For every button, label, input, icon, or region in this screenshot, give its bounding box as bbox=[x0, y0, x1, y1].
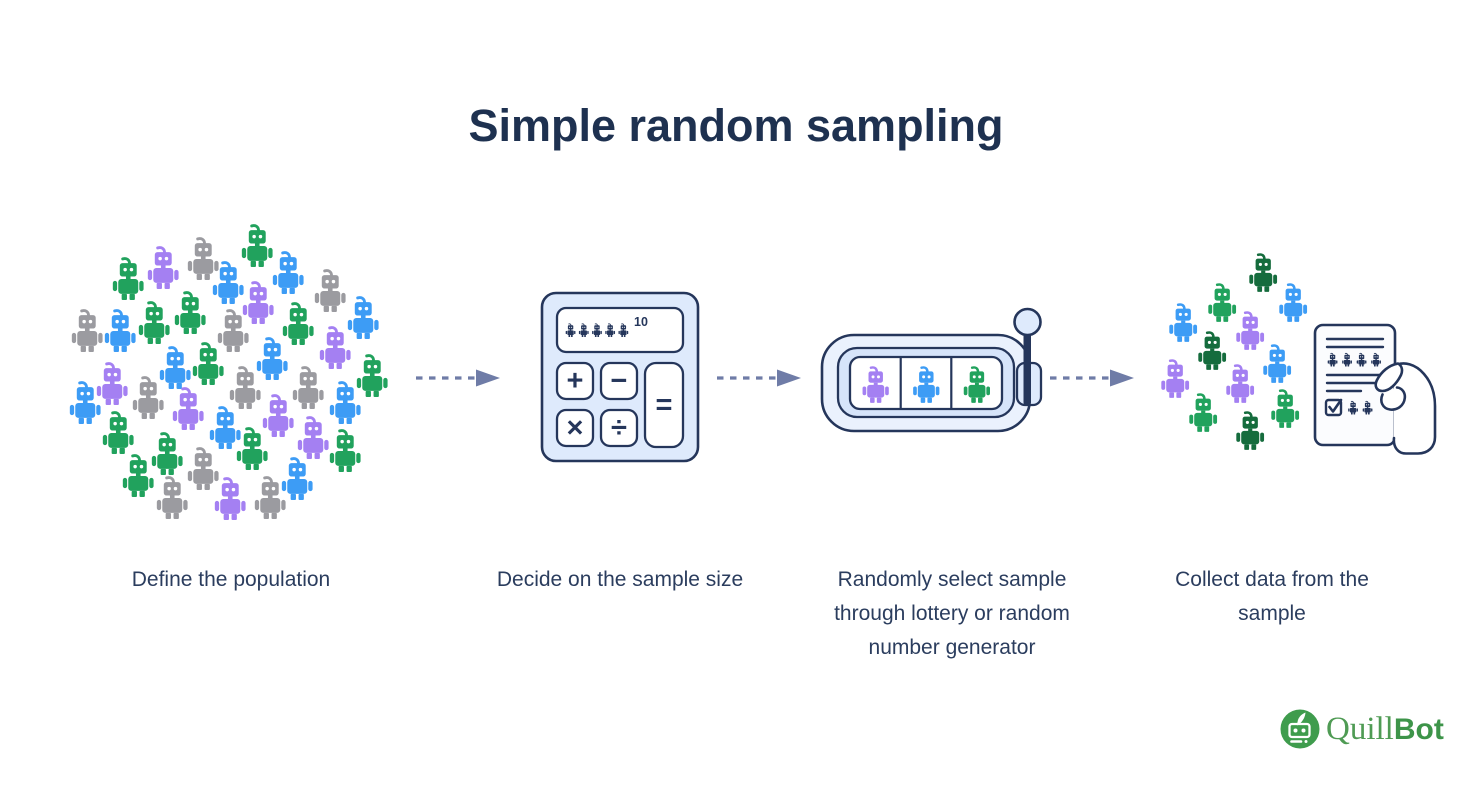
step-label-sample-size: Decide on the sample size bbox=[496, 568, 744, 591]
robot-icon bbox=[1188, 393, 1219, 433]
robot-icon bbox=[235, 427, 270, 471]
robot-icon bbox=[1160, 359, 1191, 399]
robot-icon bbox=[103, 309, 138, 353]
robot-icon bbox=[328, 429, 363, 473]
hand-icon bbox=[1374, 362, 1437, 455]
robot-icon bbox=[271, 251, 306, 295]
robot-icon bbox=[186, 447, 221, 491]
quillbot-wordmark: QuillBot bbox=[1326, 711, 1444, 748]
robot-icon bbox=[70, 309, 105, 353]
robot-icon bbox=[111, 257, 146, 301]
step-label-population: Define the population bbox=[131, 568, 331, 591]
robot-icon bbox=[1262, 344, 1293, 384]
equals-icon: = bbox=[656, 389, 673, 421]
slot-reel-robots bbox=[861, 366, 992, 404]
arrow-right-icon bbox=[1050, 369, 1134, 387]
page-title: Simple random sampling bbox=[468, 100, 1004, 151]
minus-button bbox=[599, 361, 639, 401]
robot-icon bbox=[280, 457, 315, 501]
survey-text-lines bbox=[1325, 337, 1385, 393]
robot-icon bbox=[213, 477, 248, 521]
minus-icon: − bbox=[611, 365, 628, 397]
robot-icon bbox=[1248, 253, 1279, 293]
robot-icon bbox=[137, 301, 172, 345]
arrow-right-icon bbox=[416, 369, 500, 387]
robot-icon bbox=[1235, 311, 1266, 351]
sample-size-exponent: 10 bbox=[634, 315, 648, 329]
robot-icon bbox=[150, 432, 185, 476]
robot-icon bbox=[1225, 364, 1256, 404]
population-illustration bbox=[68, 224, 390, 521]
quillbot-logo-icon bbox=[1280, 709, 1320, 749]
robot-icon bbox=[355, 354, 390, 398]
arrow-right-icon bbox=[717, 369, 801, 387]
robot-icon bbox=[318, 326, 353, 370]
robot-icon bbox=[208, 406, 243, 450]
robot-icon bbox=[296, 416, 331, 460]
lever-knob bbox=[1013, 307, 1042, 337]
robot-icon bbox=[228, 366, 263, 410]
robot-icon bbox=[158, 346, 193, 390]
robot-icon bbox=[186, 237, 221, 281]
robot-icon bbox=[1278, 283, 1309, 323]
lever-stick bbox=[1023, 326, 1031, 406]
robot-icon bbox=[173, 291, 208, 335]
step-label-random-select: Randomly select sample through lottery o… bbox=[834, 568, 1070, 659]
checkmark-icon bbox=[1328, 398, 1343, 413]
robot-icon bbox=[241, 281, 276, 325]
times-icon: × bbox=[567, 412, 584, 444]
robot-icon bbox=[346, 296, 381, 340]
robot-icon bbox=[146, 246, 181, 290]
robot-icon bbox=[191, 342, 226, 386]
brand-bot: Bot bbox=[1393, 712, 1444, 746]
slot-machine-illustration bbox=[820, 307, 1043, 433]
plus-button bbox=[555, 361, 595, 401]
sample-robot-cluster bbox=[1160, 253, 1309, 451]
robot-icon bbox=[1168, 303, 1199, 343]
equals-button bbox=[643, 361, 685, 449]
robot-icon bbox=[131, 376, 166, 420]
robot-icon bbox=[101, 411, 136, 455]
divide-button bbox=[599, 408, 639, 448]
robot-icon bbox=[328, 381, 363, 425]
robot-icon bbox=[171, 387, 206, 431]
robot-icon bbox=[1270, 389, 1301, 429]
step-label-collect-data: Collect data from the sample bbox=[1175, 568, 1369, 625]
brand-quill: Quill bbox=[1326, 710, 1394, 747]
divide-icon: ÷ bbox=[611, 412, 627, 444]
calculator-display bbox=[555, 306, 685, 354]
robot-icon bbox=[121, 454, 156, 498]
sample-illustration bbox=[1160, 253, 1437, 455]
robot-icon bbox=[155, 476, 190, 520]
robot-icon bbox=[1207, 283, 1238, 323]
robot-icon bbox=[240, 224, 275, 268]
robot-icon bbox=[291, 366, 326, 410]
robot-icon bbox=[313, 269, 348, 313]
plus-icon: + bbox=[567, 365, 584, 397]
robot-icon bbox=[281, 302, 316, 346]
robot-icon bbox=[95, 362, 130, 406]
robot-icon bbox=[255, 337, 290, 381]
calculator-illustration: 10 + − = × ÷ bbox=[540, 291, 700, 463]
times-button bbox=[555, 408, 595, 448]
population-robot-cluster bbox=[68, 224, 390, 521]
robot-icon bbox=[253, 476, 288, 520]
robot-icon bbox=[68, 381, 103, 425]
robot-icon bbox=[261, 394, 296, 438]
robot-icon bbox=[1235, 411, 1266, 451]
quillbot-logo: QuillBot bbox=[1279, 708, 1444, 750]
robot-icon bbox=[216, 309, 251, 353]
robot-icon bbox=[1197, 331, 1228, 371]
